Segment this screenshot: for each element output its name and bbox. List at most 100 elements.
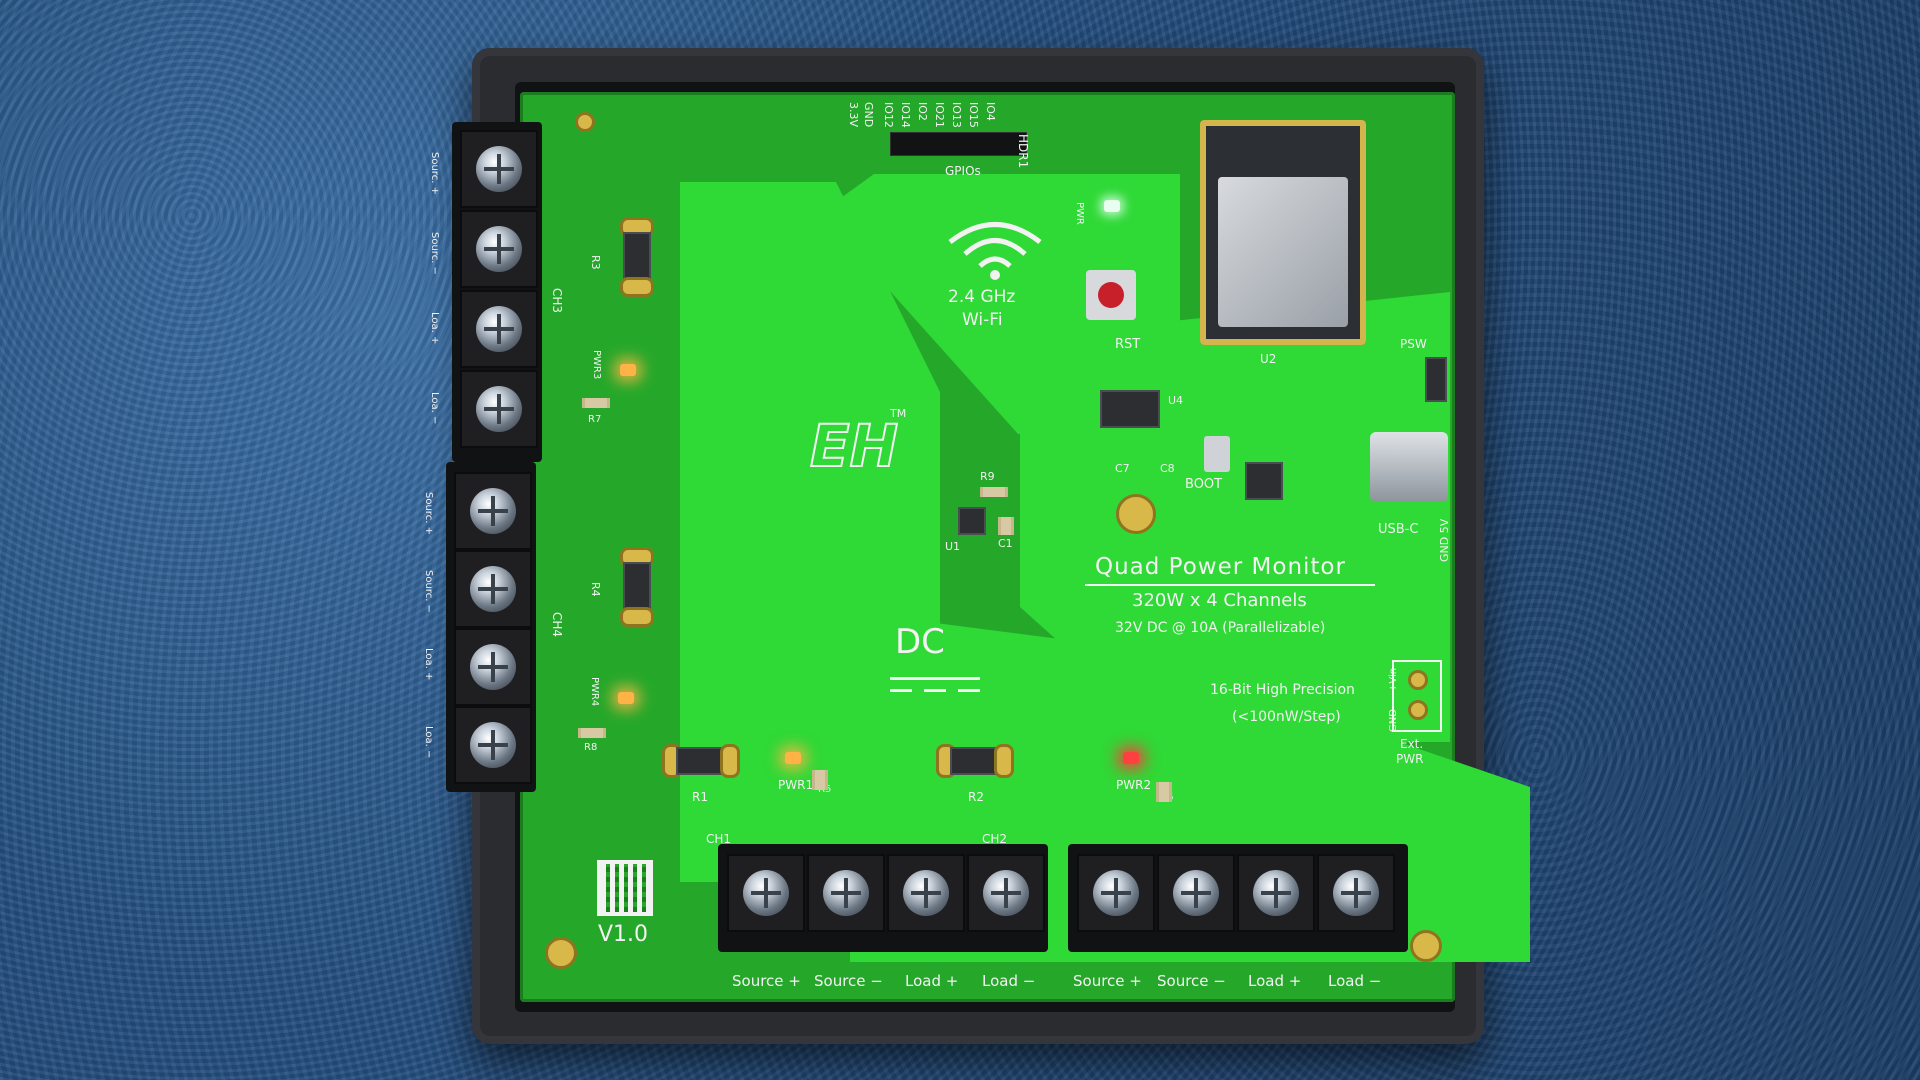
reset-button-cap[interactable] [1098, 282, 1124, 308]
label-r8: R8 [584, 742, 598, 753]
label-psw: PSW [1400, 337, 1427, 351]
bottom-terminal-2[interactable] [807, 854, 885, 932]
left-terminal-label-6: Sourc. − [423, 570, 434, 613]
bottom-terminal-8[interactable] [1317, 854, 1395, 932]
left-terminal-label-4: Loa. − [429, 392, 440, 425]
mounting-hole-top-left [575, 112, 595, 132]
label-pwr1: PWR1 [778, 778, 814, 792]
label-pwr2: PWR2 [1116, 778, 1152, 792]
brand-tm: TM [890, 407, 907, 420]
header-pin-io21: IO21 [933, 102, 946, 128]
precision-line-2: (<100nW/Step) [1232, 709, 1341, 725]
left-terminal-5[interactable] [454, 472, 532, 550]
shunt-r4 [623, 562, 651, 612]
label-u2: U2 [1260, 352, 1277, 366]
header-pin-io4: IO4 [984, 102, 997, 121]
screw-icon [476, 226, 522, 272]
wifi-frequency: 2.4 GHz [948, 287, 1016, 307]
dc-label: DC [895, 622, 945, 662]
screw-icon [1173, 870, 1219, 916]
header-pin-gnd: GND [862, 102, 875, 128]
ext-power-pad-2 [1408, 700, 1428, 720]
left-terminal-label-5: Sourc. + [423, 492, 434, 535]
screw-icon [743, 870, 789, 916]
left-terminal-2[interactable] [460, 210, 538, 288]
bottom-terminal-4[interactable] [967, 854, 1045, 932]
usb-c-port[interactable] [1370, 432, 1448, 502]
bottom-terminal-label-3: Load + [905, 972, 959, 990]
dc-symbol-solid [890, 677, 980, 680]
ext-power-connector [1392, 660, 1442, 732]
shunt-r3-pad-bottom [620, 277, 654, 297]
bottom-terminal-label-6: Source − [1157, 972, 1226, 990]
shunt-r4-pad-bottom [620, 607, 654, 627]
shunt-r1-pad-right [720, 744, 740, 778]
left-terminal-label-1: Sourc. + [429, 152, 440, 195]
bottom-terminal-7[interactable] [1237, 854, 1315, 932]
left-terminal-4[interactable] [460, 370, 538, 448]
label-r9: R9 [980, 470, 995, 483]
left-terminal-label-7: Loa. + [423, 648, 434, 681]
header-label: GPIOs [945, 164, 981, 178]
header-pin-io14: IO14 [899, 102, 912, 128]
wifi-text: Wi-Fi [962, 310, 1003, 330]
qr-code [597, 860, 653, 916]
screw-icon [470, 644, 516, 690]
shunt-r3 [623, 232, 651, 282]
board-title: Quad Power Monitor [1095, 554, 1346, 580]
spec-line-2: 32V DC @ 10A (Parallelizable) [1115, 620, 1326, 636]
mounting-hole-center [1116, 494, 1156, 534]
bottom-terminal-5[interactable] [1077, 854, 1155, 932]
pcb-board: HDR1 GPIOs 3.3V GND IO12 IO14 IO2 IO21 I… [423, 92, 1530, 1002]
shunt-r2-pad-right [994, 744, 1014, 778]
label-usb: USB-C [1378, 522, 1419, 537]
screw-icon [470, 722, 516, 768]
bottom-terminal-label-1: Source + [732, 972, 801, 990]
label-rst: RST [1115, 337, 1141, 352]
regulator-u4 [1100, 390, 1160, 428]
screw-icon [983, 870, 1029, 916]
label-pwr4: PWR4 [589, 677, 600, 707]
screw-icon [476, 146, 522, 192]
ext-power-pin-gnd: GND [1388, 709, 1399, 732]
side-power-label: GND 5V [1438, 518, 1451, 562]
label-u1: U1 [945, 540, 961, 553]
screw-icon [476, 386, 522, 432]
left-terminal-label-8: Loa. − [423, 726, 434, 759]
reset-button[interactable] [1086, 270, 1136, 320]
shunt-r2 [950, 747, 1000, 775]
header-pin-io13: IO13 [950, 102, 963, 128]
led-pwr2 [1123, 752, 1139, 764]
wifi-module-shield [1218, 177, 1348, 327]
led-pwr4 [618, 692, 634, 704]
mounting-hole-bottom-right [1410, 930, 1442, 962]
mounting-hole-bottom-left [545, 937, 577, 969]
ext-power-pin-vin: +Vin [1388, 667, 1399, 692]
header-name: HDR1 [1016, 134, 1030, 169]
label-c7: C7 [1115, 462, 1130, 475]
boot-button[interactable] [1204, 436, 1230, 472]
bottom-terminal-6[interactable] [1157, 854, 1235, 932]
power-switch[interactable] [1425, 357, 1447, 402]
left-terminal-7[interactable] [454, 628, 532, 706]
led-pwr3 [620, 364, 636, 376]
version-label: V1.0 [598, 922, 649, 947]
bottom-terminal-3[interactable] [887, 854, 965, 932]
led-pwr1 [785, 752, 801, 764]
smd-part-3 [582, 398, 610, 408]
screw-icon [470, 488, 516, 534]
left-terminal-8[interactable] [454, 706, 532, 784]
bottom-terminal-label-7: Load + [1248, 972, 1302, 990]
bottom-terminal-label-5: Source + [1073, 972, 1142, 990]
left-terminal-1[interactable] [460, 130, 538, 208]
bottom-terminal-1[interactable] [727, 854, 805, 932]
dc-symbol-dashed [890, 689, 980, 692]
shunt-r1 [676, 747, 726, 775]
left-terminal-3[interactable] [460, 290, 538, 368]
header-pin-io2: IO2 [916, 102, 929, 121]
wifi-icon [948, 222, 1042, 280]
bottom-terminal-label-2: Source − [814, 972, 883, 990]
screw-icon [903, 870, 949, 916]
precision-line-1: 16-Bit High Precision [1210, 682, 1355, 698]
left-terminal-6[interactable] [454, 550, 532, 628]
